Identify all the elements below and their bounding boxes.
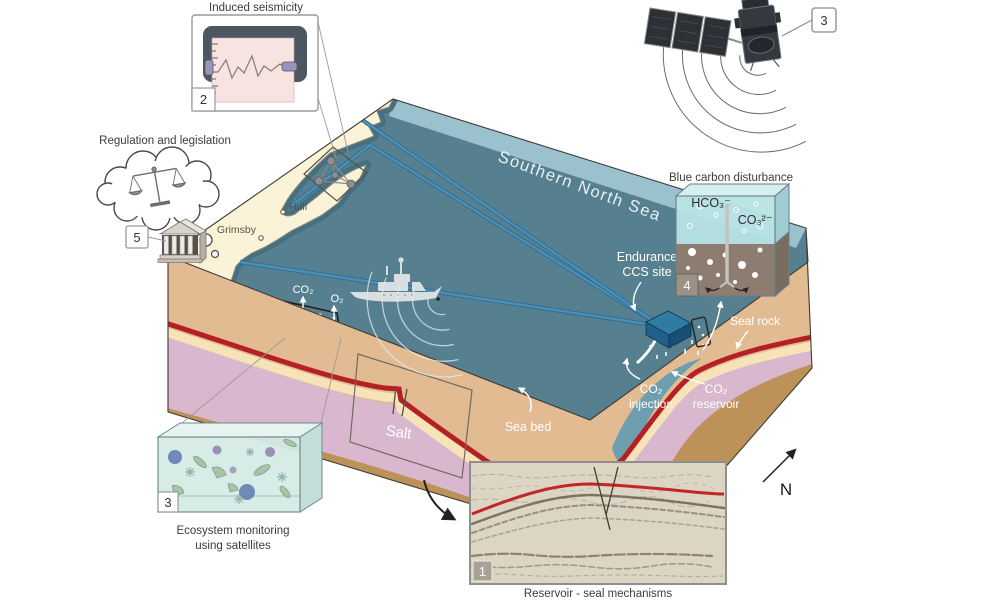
co2-reservoir-label-2: reservoir (693, 397, 740, 411)
seismic-zoom-frame (349, 353, 473, 479)
seismograph-ruler (212, 43, 218, 94)
water-bubbles (687, 201, 764, 234)
satellite-radar-arcs (662, 43, 807, 153)
plankton-organisms (168, 438, 297, 504)
ccs-platform (645, 310, 692, 349)
blue-carbon-arrow (702, 300, 724, 351)
monitor-bubble (701, 333, 705, 337)
seismic-fault (593, 466, 619, 531)
co2-reservoir-wedge (612, 358, 702, 464)
o2-flux-label: O₂ (331, 293, 344, 305)
callout-seismic-image: 1 Reservoir - seal mechanisms (423, 461, 727, 600)
flux-arrow-right (734, 287, 749, 294)
co2-injection-arrow (622, 357, 641, 380)
number-box-1 (472, 560, 493, 582)
number-box-4 (675, 273, 699, 297)
seismicity-leader-lines (317, 21, 349, 159)
seismograph-paper (211, 37, 295, 103)
city-label-hull: Hull (289, 201, 307, 213)
seal-rock-arrow (735, 330, 749, 350)
seal-rock-label: Seal rock (730, 314, 781, 328)
seismic-texture (471, 466, 725, 578)
ecosystem-box (157, 436, 301, 513)
number-3-satellite: 3 (820, 13, 827, 28)
hull-marker (280, 209, 286, 215)
seismometer-array-icon (303, 146, 368, 202)
co2-injection-label-1: CO₂ (640, 382, 663, 396)
satellite-body (734, 0, 782, 72)
seismic-trace (217, 54, 285, 80)
callout-satellite: 3 (643, 0, 837, 153)
callout-regulation: Regulation and legislation (96, 135, 231, 264)
seismograph-clip (204, 59, 214, 76)
blue-carbon-title: Blue carbon disturbance (669, 172, 793, 184)
seismic-inset-arrow (423, 479, 457, 521)
co2-reservoir-label-1: CO₂ (705, 382, 728, 396)
number-2: 2 (200, 92, 207, 107)
satellite-leader-line (781, 19, 813, 37)
seabed-monitor-frame (690, 316, 712, 348)
endurance-label-1: Endurance (617, 250, 678, 264)
sonar-arcs (366, 271, 463, 378)
co2-flux-label: CO₂ (293, 284, 314, 296)
callout-blue-carbon: Blue carbon disturbance HCO₃⁻ CO₃²⁻ 4 (669, 172, 793, 351)
endurance-arrow (629, 281, 642, 312)
monitor-bubble (697, 325, 701, 329)
scales-icon (128, 166, 187, 208)
hco3-label: HCO₃⁻ (691, 196, 730, 210)
satellite-solar-panels (643, 7, 742, 57)
pipelines (239, 115, 662, 329)
co2-injection-label-2: injection (629, 397, 673, 411)
number-3-ecosystem: 3 (164, 495, 171, 510)
callout-induced-seismicity: Induced seismicity 2 (191, 2, 349, 159)
number-box-3-ecosystem (157, 491, 179, 513)
regulation-leader-line (147, 236, 167, 242)
probe-stand (719, 281, 735, 288)
ecosystem-caption-2: using satellites (195, 540, 271, 552)
fault-lines (392, 385, 408, 417)
number-5: 5 (133, 230, 140, 245)
endurance-label-2: CCS site (622, 265, 671, 279)
seismic-red-horizon (471, 482, 725, 516)
compass: N (762, 448, 797, 499)
co2-reservoir-arrow (670, 371, 706, 385)
seabed-label: Sea bed (505, 420, 552, 434)
seismograph-pen (281, 61, 298, 72)
salt-label: Salt (385, 422, 414, 443)
number-1: 1 (479, 565, 486, 579)
north-label: N (780, 480, 792, 499)
seismicity-title: Induced seismicity (209, 2, 303, 14)
ecosystem-leader-lines (180, 337, 342, 425)
flux-arrow-left (705, 287, 720, 294)
number-box-2 (191, 87, 216, 112)
callout-ecosystem: 3 Ecosystem monitoring using satellites (156, 422, 324, 552)
number-4: 4 (683, 278, 690, 293)
government-building-icon (157, 218, 207, 264)
number-box-3-satellite (811, 7, 837, 33)
ecosystem-caption-1: Ecosystem monitoring (176, 525, 289, 537)
seabed-arrow (517, 387, 532, 413)
co3-label: CO₃²⁻ (738, 213, 773, 227)
city-label-grimsby: Grimsby (217, 224, 257, 236)
land (168, 99, 394, 282)
grimsby-marker (258, 235, 264, 241)
regulation-title: Regulation and legislation (99, 135, 231, 147)
seismic-caption: Reservoir - seal mechanisms (524, 588, 673, 600)
north-arrow (762, 448, 797, 483)
number-box-5 (125, 225, 149, 249)
